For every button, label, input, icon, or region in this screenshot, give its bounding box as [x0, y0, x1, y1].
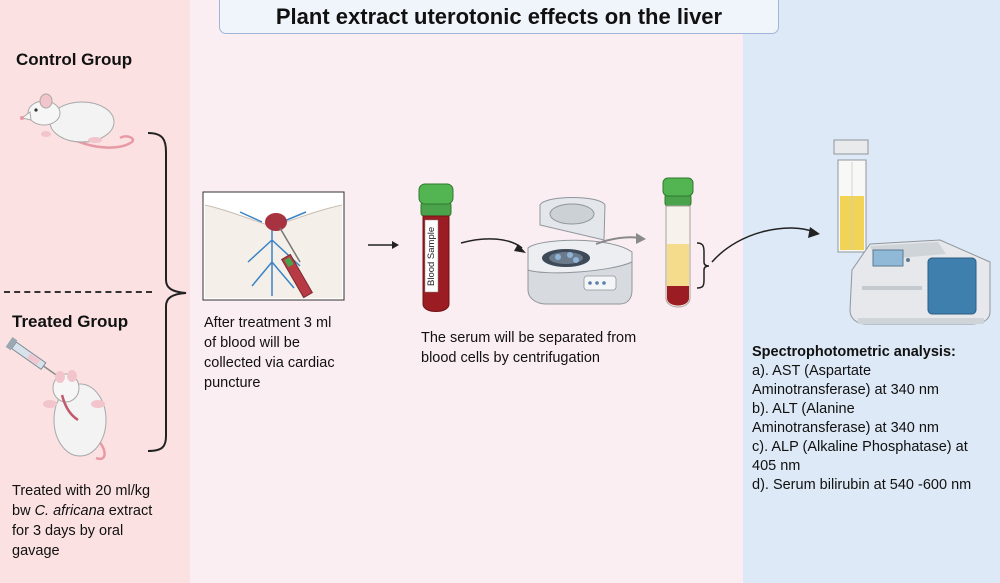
serum-separation-line-2: blood cells by centrifugation: [421, 350, 600, 366]
cardiac-puncture-image: [202, 191, 345, 301]
arrow-to-serum-tube: [595, 233, 646, 245]
serum-separation-text: The serum will be separated from blood c…: [421, 328, 636, 368]
serum-tube: [662, 177, 694, 308]
spectrophotometer-illustration: [849, 239, 991, 325]
treatment-line-2-post: extract: [104, 503, 153, 519]
control-rat-illustration: [20, 93, 135, 149]
blood-sample-tube: Blood Sample: [418, 183, 454, 312]
treatment-line-1: Treated with 20 ml/kg: [12, 483, 151, 499]
treatment-line-4: gavage: [12, 543, 60, 559]
cuvette-illustration: [833, 139, 869, 253]
blood-collection-text: After treatment 3 ml of blood will be co…: [204, 313, 335, 393]
analysis-line-1: a). AST (Aspartate: [752, 363, 872, 379]
analysis-line-7: d). Serum bilirubin at 540 -600 nm: [752, 477, 972, 493]
blood-collection-line-2: of blood will be: [204, 335, 300, 351]
analysis-line-3: b). ALT (Alanine: [752, 401, 855, 417]
blood-sample-label: Blood Sample: [426, 227, 437, 286]
diagram-title: Plant extract uterotonic effects on the …: [219, 0, 779, 34]
blood-collection-line-3: collected via cardiac: [204, 355, 335, 371]
analysis-text: Spectrophotometric analysis: a). AST (As…: [752, 343, 971, 495]
control-group-label: Control Group: [16, 50, 133, 69]
blood-collection-line-1: After treatment 3 ml: [204, 315, 332, 331]
arrow-to-blood-tube: [368, 241, 399, 249]
treatment-line-2-pre: bw: [12, 503, 35, 519]
blood-collection-line-4: puncture: [204, 375, 261, 391]
gavage-syringe-illustration: [5, 337, 59, 377]
analysis-heading: Spectrophotometric analysis:: [752, 344, 956, 360]
treated-group-label: Treated Group: [12, 312, 129, 331]
group-brace: [147, 132, 187, 452]
arrow-to-spectrophotometer: [711, 227, 820, 263]
group-divider: [4, 291, 152, 293]
treatment-line-3: for 3 days by oral: [12, 523, 124, 539]
serum-brace: [696, 242, 710, 289]
analysis-line-6: 405 nm: [752, 458, 801, 474]
centrifuge-illustration: [527, 197, 633, 305]
analysis-line-4: Aminotransferase) at 340 nm: [752, 420, 939, 436]
analysis-line-5: c). ALP (Alkaline Phosphatase) at: [752, 439, 968, 455]
arrow-to-centrifuge: [460, 238, 526, 253]
analysis-line-2: Aminotransferase) at 340 nm: [752, 382, 939, 398]
treatment-description: Treated with 20 ml/kg bw C. africana ext…: [12, 481, 152, 561]
treatment-line-2: bw C. africana extract: [12, 501, 152, 521]
treated-rat-illustration: [43, 370, 107, 461]
serum-separation-line-1: The serum will be separated from: [421, 330, 637, 346]
species-name: C. africana: [34, 503, 105, 519]
